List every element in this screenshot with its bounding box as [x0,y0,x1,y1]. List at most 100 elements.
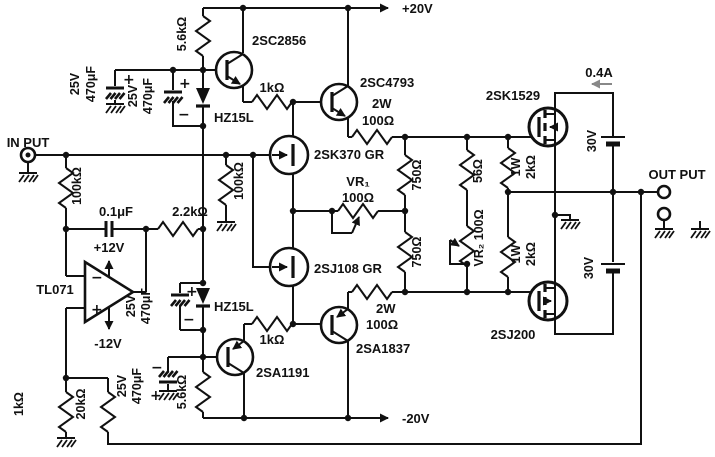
ground-cap1 [105,103,126,114]
label-q-2sa1837: 2SA1837 [356,341,410,356]
zener-bottom [196,288,210,308]
battery-top [601,136,625,147]
mosfet-2sj200 [527,280,569,322]
label-bias-current: 0.4A [585,65,613,80]
ground-gate-return [216,221,237,232]
label-q-2sc2856: 2SC2856 [252,33,306,48]
label-c4-minus: − [151,360,163,376]
opamp-tl071: − + [83,259,136,330]
capacitor-c4 [157,369,179,384]
capacitor-c1 [104,86,126,101]
rail-arrows [378,3,612,423]
transistor-2sc2856 [214,50,254,90]
battery-bottom [601,263,625,274]
label-zener-top: HZ15L [214,110,254,125]
label-r2k-top: 2kΩ [524,155,538,179]
resistor-bias-top [195,15,211,57]
label-mosfet-bottom: 2SJ200 [491,327,536,342]
label-zener-bottom: HZ15L [214,299,254,314]
capacitor-servo [104,221,114,237]
label-battery-bottom: 30V [582,256,596,279]
label-r-fb-ground: 1kΩ [12,392,26,416]
label-c3-v: 25V [124,294,138,317]
label-mosfet-top: 2SK1529 [486,88,540,103]
potentiometer-vr1 [337,203,379,219]
label-output: OUT PUT [648,167,705,182]
label-r-emitter-top-w: 2W [372,96,392,111]
label-r-input-series: 100kΩ [70,167,84,205]
label-r-emitter-bottom: 100Ω [366,317,398,332]
label-c3-plus: + [186,284,198,300]
jfet-2sk370 [268,134,310,176]
transistor-2sa1837 [319,305,359,345]
label-q-2sc4793: 2SC4793 [360,75,414,90]
resistor-feedback [100,391,116,433]
mosfet-2sk1529 [527,106,569,148]
label-c4-c: 470μF [130,368,144,405]
label-battery-top: 30V [585,129,599,152]
label-r-driver-bottom: 1kΩ [260,332,285,347]
ground-source-bus [560,219,581,230]
label-jfet-bottom: 2SJ108 GR [314,261,383,276]
resistor-driver-bottom [251,316,293,332]
label-c2-c: 470μF [141,78,155,115]
transistor-2sc4793 [319,82,359,122]
transistor-2sa1191 [215,337,255,377]
label-r-servo: 2.2kΩ [172,204,208,219]
ground-chassis [690,228,711,239]
label-q-2sa1191: 2SA1191 [256,365,310,380]
label-opamp-vminus: -12V [94,336,122,351]
label-c1-c: 470μF [84,66,98,103]
ground-fb [56,437,77,448]
resistor-gate-return [218,164,234,206]
label-c3-c: 470μF [139,288,153,325]
label-r-feedback: 20kΩ [74,389,88,420]
label-c-servo: 0.1μF [99,204,133,219]
label-r-bias-top: 5.6kΩ [175,17,189,51]
label-vr2: VR₂ 100Ω [472,209,486,266]
opamp-minus-sign: − [91,270,103,286]
label-jfet-top: 2SK370 GR [314,147,385,162]
label-r2k-bottom: 2kΩ [524,242,538,266]
ground-input [18,172,39,183]
label-c2-plus: + [179,76,191,92]
label-c4-plus: + [150,388,162,404]
label-r750-bottom: 750Ω [410,237,424,268]
resistor-fb-ground [58,391,74,433]
output-jack [656,184,672,222]
capacitor-c3 [169,293,191,308]
resistor-servo [157,221,199,237]
jfet-2sj108 [268,246,310,288]
label-c2-minus: − [178,107,190,123]
vr2-wiper [449,237,467,265]
label-r-emitter-bottom-w: 2W [376,301,396,316]
vr1-wiper [331,211,360,234]
label-r-emitter-top: 100Ω [362,113,394,128]
label-opamp-vplus: +12V [94,240,125,255]
label-c3-minus: − [183,312,195,328]
ground-output [654,228,675,239]
capacitor-c2 [162,90,184,105]
label-r-driver-top: 1kΩ [260,80,285,95]
input-jack [19,146,37,164]
label-input: IN PUT [7,135,50,150]
resistor-bias-bottom [195,371,211,413]
resistor-driver-top [251,94,293,110]
zener-top [196,88,210,108]
label-c1-plus: + [123,72,135,88]
label-vr1-value: 100Ω [342,190,374,205]
label-c1-v: 25V [68,72,82,95]
opamp-plus-sign: + [91,302,103,318]
junction-dots [62,4,645,422]
label-opamp: TL071 [36,282,74,297]
resistor-emitter-top [351,129,393,145]
label-c2-v: 25V [126,84,140,107]
label-r-gate-return: 100kΩ [232,162,246,200]
label-r-bias-bottom: 5.6kΩ [175,375,189,409]
label-r56: 56Ω [471,159,485,183]
label-vminus: -20V [402,411,430,426]
label-vr1-name: VR₁ [346,174,369,189]
resistor-emitter-bottom [351,284,393,300]
